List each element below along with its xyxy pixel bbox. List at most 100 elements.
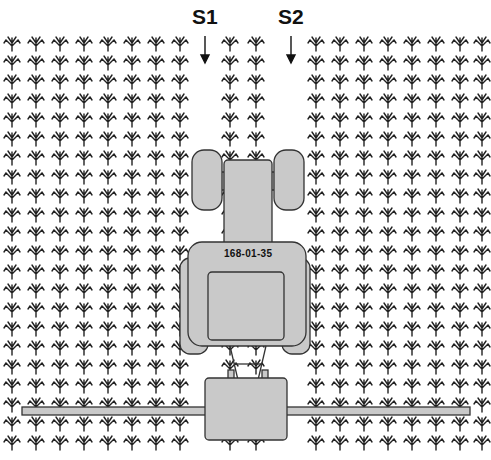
plant — [474, 265, 490, 279]
plant — [222, 132, 238, 146]
plant — [452, 436, 468, 450]
plant — [28, 75, 44, 89]
plant — [4, 94, 20, 108]
plant — [332, 360, 348, 374]
plant — [380, 284, 396, 298]
plant — [28, 417, 44, 431]
plant — [172, 208, 188, 222]
plant — [452, 284, 468, 298]
plant — [52, 227, 68, 241]
plant — [356, 379, 372, 393]
plant — [28, 227, 44, 241]
plant — [428, 341, 444, 355]
plant — [124, 436, 140, 450]
plant — [222, 94, 238, 108]
plant — [4, 341, 20, 355]
plant — [452, 265, 468, 279]
plant — [124, 37, 140, 51]
plant — [380, 208, 396, 222]
plant — [222, 113, 238, 127]
plant — [428, 151, 444, 165]
plant — [332, 284, 348, 298]
plant — [404, 151, 420, 165]
plant — [76, 56, 92, 70]
plant — [380, 56, 396, 70]
plant — [404, 132, 420, 146]
plant — [332, 208, 348, 222]
plant — [428, 360, 444, 374]
plant — [356, 132, 372, 146]
plant — [308, 208, 324, 222]
plant — [76, 436, 92, 450]
plant — [404, 322, 420, 336]
plant — [172, 113, 188, 127]
plant — [172, 227, 188, 241]
plant — [76, 151, 92, 165]
plant — [76, 341, 92, 355]
plant — [474, 189, 490, 203]
plant — [148, 75, 164, 89]
plant — [76, 246, 92, 260]
plant — [222, 37, 238, 51]
plant — [76, 265, 92, 279]
plant — [404, 94, 420, 108]
plant — [4, 303, 20, 317]
plant — [52, 132, 68, 146]
plant — [52, 151, 68, 165]
plant — [356, 417, 372, 431]
plant — [100, 417, 116, 431]
plant — [308, 436, 324, 450]
plant — [76, 37, 92, 51]
tractor — [22, 150, 470, 440]
plant — [100, 56, 116, 70]
plant — [172, 246, 188, 260]
plant — [28, 151, 44, 165]
plant — [4, 56, 20, 70]
plant — [28, 113, 44, 127]
plant — [474, 113, 490, 127]
plant — [76, 170, 92, 184]
plant — [28, 208, 44, 222]
plant — [124, 189, 140, 203]
plant — [428, 227, 444, 241]
plant — [28, 94, 44, 108]
plant — [474, 360, 490, 374]
plant — [172, 75, 188, 89]
plant — [100, 436, 116, 450]
plant — [100, 303, 116, 317]
plant — [124, 227, 140, 241]
plant — [172, 417, 188, 431]
plant — [452, 246, 468, 260]
plant — [100, 151, 116, 165]
plant — [380, 303, 396, 317]
plant — [76, 360, 92, 374]
plant — [428, 322, 444, 336]
plant — [148, 284, 164, 298]
plant — [28, 436, 44, 450]
plant — [380, 360, 396, 374]
plant — [452, 341, 468, 355]
plant — [380, 322, 396, 336]
plant — [76, 208, 92, 222]
plant — [100, 208, 116, 222]
plant — [380, 417, 396, 431]
plant — [356, 113, 372, 127]
plant — [452, 94, 468, 108]
plant — [404, 360, 420, 374]
plant — [124, 246, 140, 260]
plant — [452, 303, 468, 317]
plant — [4, 170, 20, 184]
plant — [248, 132, 264, 146]
plant — [404, 379, 420, 393]
plant — [308, 132, 324, 146]
plant — [52, 360, 68, 374]
plant — [404, 303, 420, 317]
plant — [356, 75, 372, 89]
plant — [332, 379, 348, 393]
plant — [28, 284, 44, 298]
plant — [4, 398, 20, 412]
plant — [452, 417, 468, 431]
plant — [28, 303, 44, 317]
plant — [172, 189, 188, 203]
plant — [4, 75, 20, 89]
